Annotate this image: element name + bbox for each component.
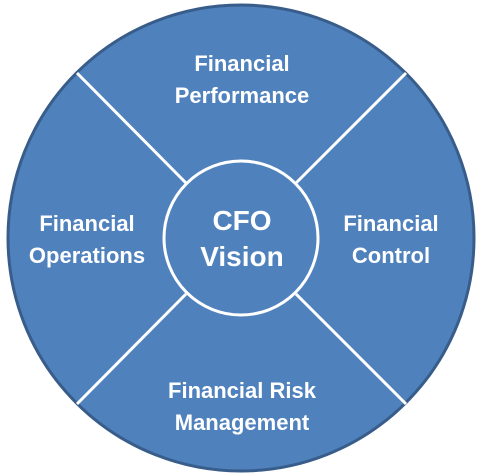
segment-left-label-line1: Financial: [39, 211, 134, 236]
segment-top-label-line2: Performance: [175, 83, 310, 108]
center-circle: [162, 159, 320, 317]
center-label-line1: CFO: [212, 205, 271, 236]
segment-left-label-line2: Operations: [29, 243, 145, 268]
segment-right-label-line2: Control: [352, 243, 430, 268]
divider-bottom-right: [294, 292, 408, 406]
segment-bottom-label-line1: Financial Risk: [168, 378, 317, 403]
segment-top-label-line1: Financial: [194, 51, 289, 76]
segment-bottom-label-line2: Management: [175, 410, 310, 435]
segment-right-label-line1: Financial: [343, 211, 438, 236]
divider-top-right: [294, 71, 408, 185]
center-label-line2: Vision: [200, 241, 284, 272]
divider-top-left: [75, 71, 188, 185]
divider-bottom-left: [75, 292, 188, 406]
